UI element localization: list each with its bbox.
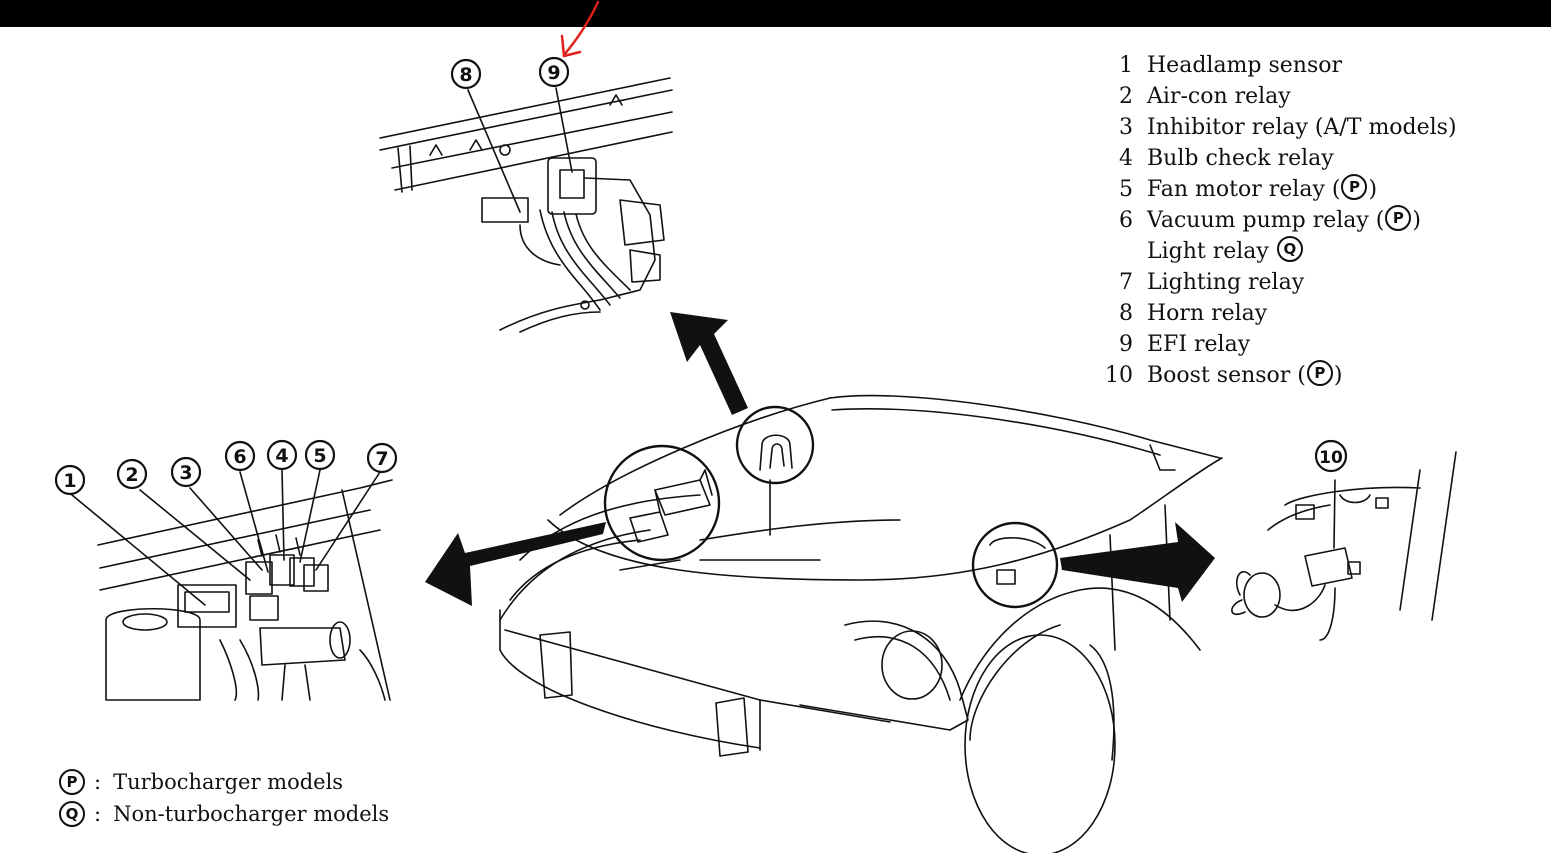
callout-5-label: 5 xyxy=(313,445,326,467)
callout-2-label: 2 xyxy=(125,464,138,486)
legend-item: 8 Horn relay xyxy=(1095,298,1457,329)
model-mark-icon: P xyxy=(1306,360,1333,386)
legend-number: 4 xyxy=(1119,146,1133,171)
callout-6-label: 6 xyxy=(233,446,246,468)
model-mark-icon: P xyxy=(59,769,85,795)
legend-mark-open: ( xyxy=(1324,177,1341,202)
model-mark-icon: Q xyxy=(1276,236,1303,262)
legend-mark-open: ( xyxy=(1290,363,1306,388)
legend-item: 5 Fan motor relay (P) xyxy=(1095,174,1457,205)
callout-3-label: 3 xyxy=(179,462,192,484)
legend-label: Boost sensor xyxy=(1147,363,1291,388)
legend-item: 9 EFI relay xyxy=(1095,329,1457,360)
legend-number: 9 xyxy=(1119,332,1133,357)
legend-item: 1 Headlamp sensor xyxy=(1095,50,1457,81)
model-mark-icon: P xyxy=(1341,174,1368,200)
legend-label: EFI relay xyxy=(1147,332,1251,357)
callout-3: 3 xyxy=(170,456,202,488)
callout-4: 4 xyxy=(266,439,298,471)
legend-item: 2 Air-con relay xyxy=(1095,81,1457,112)
callout-2: 2 xyxy=(116,458,148,490)
legend-label: Bulb check relay xyxy=(1147,146,1334,171)
red-check-annotation xyxy=(560,0,600,58)
callout-8: 8 xyxy=(450,58,482,90)
note-text: Non-turbocharger models xyxy=(113,802,390,826)
legend-label: Fan motor relay xyxy=(1147,177,1325,202)
arrow-to-right-inset xyxy=(1060,522,1215,602)
callout-10-label: 10 xyxy=(1319,448,1343,468)
right-inset-drawing xyxy=(1231,451,1457,641)
callout-9: 9 xyxy=(538,56,570,88)
legend-label: Horn relay xyxy=(1147,301,1268,326)
boost-sensor-magnifier xyxy=(971,521,1059,609)
callout-8-label: 8 xyxy=(459,64,472,86)
model-mark-icon: Q xyxy=(59,801,85,827)
legend-number: 10 xyxy=(1105,363,1133,388)
model-note: P: Turbocharger models xyxy=(58,766,389,798)
legend-number: 6 xyxy=(1119,208,1133,233)
legend-number: 2 xyxy=(1119,84,1133,109)
note-colon: : xyxy=(94,770,102,794)
legend-mark-open xyxy=(1269,236,1276,267)
legend-mark-close: ) xyxy=(1368,177,1378,202)
legend-item: Light relay Q xyxy=(1095,236,1457,267)
top-inset-drawing xyxy=(379,77,673,333)
legend-item: 4 Bulb check relay xyxy=(1095,143,1457,174)
legend-number: 3 xyxy=(1119,115,1133,140)
model-note: Q: Non-turbocharger models xyxy=(58,798,389,830)
left-inset-drawing xyxy=(71,469,393,701)
callout-4-label: 4 xyxy=(275,445,288,467)
arrow-to-top-inset xyxy=(670,312,748,415)
legend-number: 8 xyxy=(1119,301,1133,326)
callout-7: 7 xyxy=(366,442,398,474)
legend-label: Light relay xyxy=(1147,239,1269,264)
legend-label: Vacuum pump relay xyxy=(1147,208,1369,233)
callout-6: 6 xyxy=(224,440,256,472)
legend-number: 1 xyxy=(1119,53,1133,78)
legend-item: 10 Boost sensor (P) xyxy=(1095,360,1457,391)
car-body-drawing xyxy=(499,394,1223,853)
legend-mark-close: ) xyxy=(1412,208,1421,233)
legend-mark-open: ( xyxy=(1368,208,1385,233)
legend-label: Inhibitor relay (A/T models) xyxy=(1147,115,1457,140)
legend-number: 7 xyxy=(1119,270,1133,295)
model-mark-icon: P xyxy=(1385,205,1412,231)
callout-9-label: 9 xyxy=(547,62,560,84)
legend-number xyxy=(1095,236,1147,267)
arrow-to-left-inset xyxy=(425,522,606,606)
top-black-bar xyxy=(0,0,1551,27)
legend-item: 3 Inhibitor relay (A/T models) xyxy=(1095,112,1457,143)
note-colon: : xyxy=(94,802,102,826)
note-text: Turbocharger models xyxy=(113,770,344,794)
relay-legend: 1 Headlamp sensor 2 Air-con relay 3 Inhibitor… xyxy=(1095,50,1457,391)
callout-10: 10 xyxy=(1314,439,1348,473)
callout-1-label: 1 xyxy=(63,470,76,492)
legend-item: 7 Lighting relay xyxy=(1095,267,1457,298)
legend-mark-close: ) xyxy=(1333,363,1343,388)
callout-1: 1 xyxy=(54,464,86,496)
horn-relay-magnifier xyxy=(735,405,815,536)
legend-label: Lighting relay xyxy=(1147,270,1305,295)
legend-label: Headlamp sensor xyxy=(1147,53,1343,78)
legend-label: Air-con relay xyxy=(1147,84,1291,109)
legend-number: 5 xyxy=(1119,177,1133,202)
callout-5: 5 xyxy=(304,439,336,471)
relay-box-magnifier xyxy=(603,444,721,562)
legend-item: 6 Vacuum pump relay (P) xyxy=(1095,205,1457,236)
callout-7-label: 7 xyxy=(375,448,388,470)
